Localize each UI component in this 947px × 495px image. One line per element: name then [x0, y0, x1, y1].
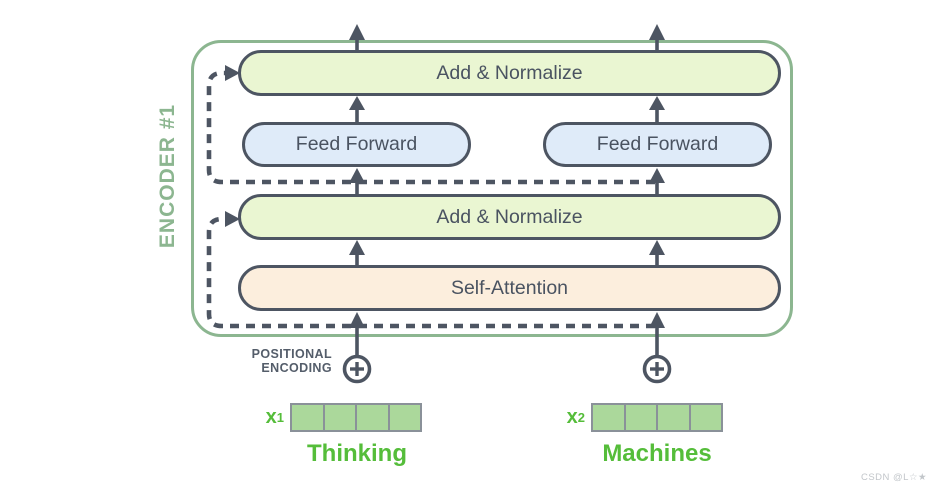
- arrow-selfattn-to-addnorm-left-icon: [349, 240, 365, 265]
- arrow-addnorm-to-ff-right-icon: [649, 168, 665, 194]
- feed-forward-left-label: Feed Forward: [295, 133, 418, 155]
- add-normalize-mid-box: Add & Normalize: [238, 194, 781, 240]
- add-normalize-top-box: Add & Normalize: [238, 50, 781, 96]
- input-word-machines: Machines: [602, 440, 712, 467]
- add-normalize-top-label: Add & Normalize: [436, 61, 583, 84]
- positional-add-right-icon: [642, 354, 672, 384]
- vector-cell: [324, 405, 357, 430]
- vector-cell: [357, 405, 390, 430]
- embedding-vector-x2: [591, 403, 723, 432]
- residual-lower-arrowhead-icon: [225, 211, 240, 227]
- arrow-addnorm-to-ff-left-icon: [349, 168, 365, 194]
- encoder-boundary: [191, 40, 793, 337]
- vector-cell: [625, 405, 658, 430]
- x2-symbol: x: [566, 406, 578, 428]
- feed-forward-right-box: Feed Forward: [543, 122, 772, 167]
- input-word-thinking: Thinking: [307, 440, 407, 467]
- feed-forward-right-label: Feed Forward: [596, 133, 719, 155]
- positional-encoding-line2: ENCODING: [261, 360, 332, 375]
- arrow-ff-to-addnorm-left-icon: [349, 96, 365, 122]
- vector-cell: [658, 405, 691, 430]
- vector-cell: [389, 405, 420, 430]
- positional-encoding-label: POSITIONAL ENCODING: [222, 347, 332, 375]
- residual-upper-arrowhead-icon: [225, 65, 240, 81]
- embedding-vector-x1: [290, 403, 422, 432]
- residual-connection-upper: [206, 65, 655, 185]
- arrow-output-right-icon: [649, 24, 665, 50]
- self-attention-label: Self-Attention: [450, 276, 569, 299]
- vector-cell: [593, 405, 626, 430]
- vector-cell: [292, 405, 325, 430]
- positional-add-left-icon: [342, 354, 372, 384]
- vector-cell: [690, 405, 721, 430]
- feed-forward-left-box: Feed Forward: [242, 122, 471, 167]
- self-attention-box: Self-Attention: [238, 265, 781, 311]
- arrow-input-left-icon: [349, 312, 365, 355]
- arrow-selfattn-to-addnorm-right-icon: [649, 240, 665, 265]
- positional-encoding-line1: POSITIONAL: [251, 347, 332, 361]
- add-normalize-mid-label: Add & Normalize: [436, 205, 583, 228]
- x1-symbol: x: [265, 406, 277, 428]
- arrow-ff-to-addnorm-right-icon: [649, 96, 665, 122]
- residual-connection-lower: [206, 211, 655, 329]
- arrow-output-left-icon: [349, 24, 365, 50]
- watermark: CSDN @L☆★: [860, 472, 927, 483]
- arrow-input-right-icon: [649, 312, 665, 355]
